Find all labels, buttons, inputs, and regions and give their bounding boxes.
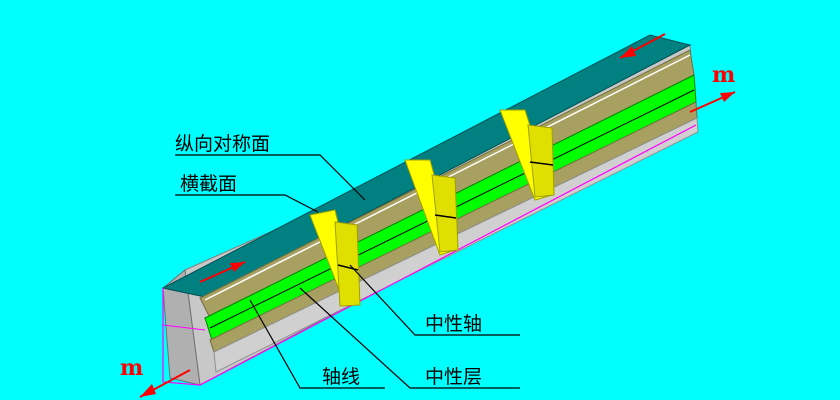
moment-arrow-left-head xyxy=(140,384,156,397)
label-neutral-layer: 中性层 xyxy=(425,366,482,388)
left-end-cross-line xyxy=(162,324,206,331)
cross-section-3-face xyxy=(527,124,555,198)
neutral-axis-line-2 xyxy=(434,214,457,219)
moment-arrow-right-head xyxy=(720,92,735,102)
label-neutral-axis: 中性轴 xyxy=(425,313,482,335)
cross-section-2-face xyxy=(431,174,459,253)
label-axis-line: 轴线 xyxy=(322,366,360,388)
neutral-axis-line-3 xyxy=(529,161,554,166)
leader-neutral-layer xyxy=(299,287,520,389)
moment-label-left: m xyxy=(120,355,143,381)
leader-neutral-axis xyxy=(349,264,520,336)
leader-longitudinal-plane xyxy=(175,154,366,201)
moment-label-right: m xyxy=(712,62,735,88)
moment-arrow-top-right-head xyxy=(620,46,636,58)
leader-cross-section xyxy=(175,194,319,213)
label-cross-section: 横截面 xyxy=(180,173,237,195)
cross-section-1-face xyxy=(334,221,361,307)
label-longitudinal-symmetry-plane: 纵向对称面 xyxy=(175,133,270,155)
leader-axis-line xyxy=(249,299,385,389)
moment-arrow-top-left-head xyxy=(230,262,245,272)
beam-outline xyxy=(162,124,697,386)
